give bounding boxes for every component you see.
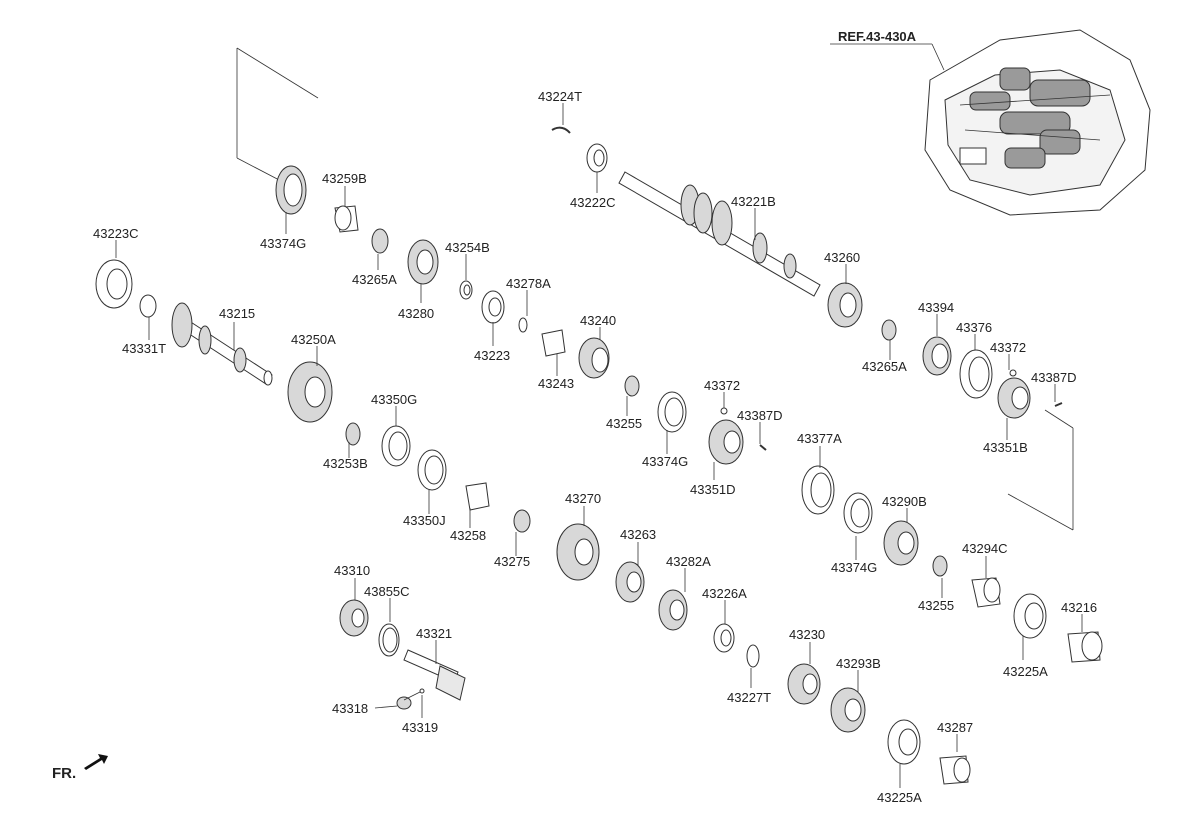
part-label: 43253B (323, 456, 368, 471)
part-label: 43855C (364, 584, 410, 599)
part-label: 43215 (219, 306, 255, 321)
part-label: 43243 (538, 376, 574, 391)
part-label: 43310 (334, 563, 370, 578)
part-label: 43223C (93, 226, 139, 241)
part-label: 43216 (1061, 600, 1097, 615)
part-label: 43350J (403, 513, 446, 528)
part-label: 43230 (789, 627, 825, 642)
part-label: 43258 (450, 528, 486, 543)
part-label: 43226A (702, 586, 747, 601)
part-label: 43223 (474, 348, 510, 363)
input-shaft-43221B (618, 171, 821, 297)
transmission-case-illustration (924, 29, 1151, 216)
part-label: 43319 (402, 720, 438, 735)
part-label: 43321 (416, 626, 452, 641)
part-label: 43265A (352, 272, 397, 287)
part-label: 43282A (666, 554, 711, 569)
output-shaft-43215 (171, 302, 273, 386)
part-label: 43374G (260, 236, 306, 251)
part-label: 43376 (956, 320, 992, 335)
part-label: 43221B (731, 194, 776, 209)
bracket-lines (236, 47, 1074, 531)
part-label: 43250A (291, 332, 336, 347)
part-label: 43225A (1003, 664, 1048, 679)
part-label: 43287 (937, 720, 973, 735)
part-label: 43294C (962, 541, 1008, 556)
part-label: 43331T (122, 341, 166, 356)
part-label: 43374G (831, 560, 877, 575)
part-label: 43394 (918, 300, 954, 315)
part-label: 43254B (445, 240, 490, 255)
part-label: 43265A (862, 359, 907, 374)
shift-rail-43321 (403, 649, 466, 701)
front-label: FR. (52, 765, 76, 782)
part-label: 43240 (580, 313, 616, 328)
part-label: 43293B (836, 656, 881, 671)
part-label: 43263 (620, 527, 656, 542)
part-label: 43350G (371, 392, 417, 407)
part-label: 43259B (322, 171, 367, 186)
part-label: 43372 (990, 340, 1026, 355)
part-label: 43225A (877, 790, 922, 805)
part-label: 43278A (506, 276, 551, 291)
part-label: 43222C (570, 195, 616, 210)
parts (95, 126, 1103, 785)
part-label: 43318 (332, 701, 368, 716)
part-label: 43270 (565, 491, 601, 506)
part-labels: 43224T 43222C 43221B 43259B 43374G 43223C 4326… (93, 89, 1097, 805)
part-label: 43372 (704, 378, 740, 393)
part-label: 43224T (538, 89, 582, 104)
part-label: 43275 (494, 554, 530, 569)
part-label: 43260 (824, 250, 860, 265)
part-label: 43387D (1031, 370, 1077, 385)
part-label: 43280 (398, 306, 434, 321)
part-label: 43351B (983, 440, 1028, 455)
part-label: 43290B (882, 494, 927, 509)
part-label: 43377A (797, 431, 842, 446)
part-label: 43227T (727, 690, 771, 705)
reference-label: REF.43-430A (838, 29, 917, 44)
part-label: 43387D (737, 408, 783, 423)
part-label: 43255 (606, 416, 642, 431)
label-leaders (115, 103, 1083, 788)
part-label: 43351D (690, 482, 736, 497)
part-label: 43374G (642, 454, 688, 469)
front-arrow-icon (84, 754, 108, 770)
part-label: 43255 (918, 598, 954, 613)
